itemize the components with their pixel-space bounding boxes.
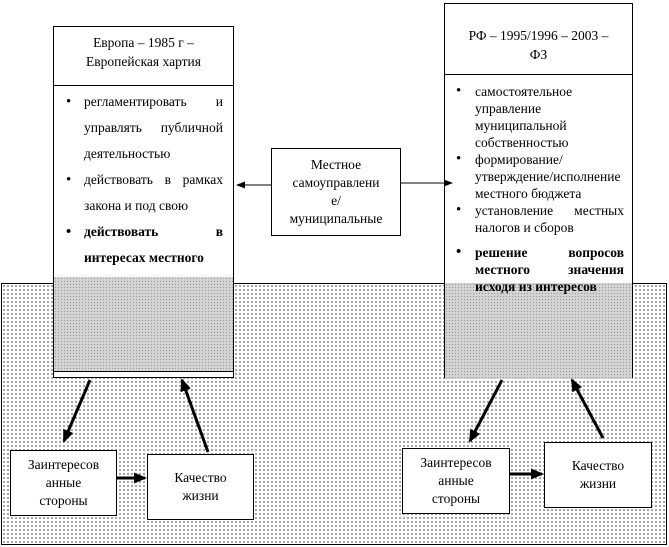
rf-title: РФ – 1995/1996 – 2003 – ФЗ — [445, 26, 632, 64]
list-item: самостоятельное управление муниципальной… — [445, 83, 632, 151]
rf-title-line1: РФ – 1995/1996 – 2003 – — [468, 28, 609, 43]
list-item: формирование/утверждение/исполнение мест… — [445, 151, 632, 202]
center-line1: Местное — [310, 157, 362, 172]
left-stakeholders-line2: анные — [45, 475, 82, 490]
left-stakeholders-box: Заинтересов анные стороны — [10, 450, 117, 516]
right-quality-box: Качество жизни — [544, 442, 652, 508]
arrow-europe-to-stakeholders — [62, 379, 92, 443]
right-stakeholders-line1: Заинтересов — [420, 455, 492, 470]
right-quality-line2: жизни — [579, 476, 617, 491]
right-stakeholders-line2: анные — [438, 473, 474, 488]
europe-title-divider — [54, 85, 233, 86]
rf-highlight-band — [445, 283, 632, 379]
left-stakeholders-line3: стороны — [39, 493, 88, 508]
arrow-quality-to-rf — [570, 378, 605, 439]
list-item: установление местных налогов и сборов — [445, 202, 632, 236]
europe-box: Европа – 1985 г – Европейская хартия рег… — [53, 26, 234, 378]
left-quality-box: Качество жизни — [147, 454, 254, 520]
center-line4: муниципальные — [289, 211, 383, 226]
list-item: регламентировать и управлять публичной д… — [54, 89, 233, 167]
center-line2: самоуправлени — [292, 175, 380, 190]
center-line3: е/ — [331, 193, 341, 208]
europe-title: Европа – 1985 г – Европейская хартия — [54, 33, 233, 71]
list-item: действовать в интересах местного — [54, 219, 233, 271]
left-quality-line2: жизни — [182, 488, 219, 503]
right-quality-line1: Качество — [571, 458, 625, 473]
local-government-box: Местное самоуправлени е/ муниципальные — [271, 148, 401, 236]
left-quality-line1: Качество — [174, 470, 227, 485]
rf-box: РФ – 1995/1996 – 2003 – ФЗ самостоятельн… — [444, 3, 633, 379]
arrow-quality-to-europe — [180, 378, 210, 453]
rf-title-divider — [445, 74, 632, 75]
rf-list: самостоятельное управление муниципальной… — [445, 83, 632, 372]
europe-highlight-band — [54, 277, 233, 371]
rf-title-line2: ФЗ — [529, 47, 548, 62]
europe-list: регламентировать и управлять публичной д… — [54, 89, 233, 369]
europe-title-line1: Европа – 1985 г – — [93, 35, 194, 50]
europe-bottom-line — [54, 371, 233, 372]
right-stakeholders-box: Заинтересов анные стороны — [402, 448, 510, 514]
arrow-rf-to-stakeholders — [468, 379, 504, 443]
europe-title-line2: Европейская хартия — [86, 54, 201, 69]
list-item: действовать в рамках закона и под свою — [54, 167, 233, 219]
right-stakeholders-line3: стороны — [431, 491, 481, 506]
list-item: решение вопросов местного значения исход… — [445, 244, 632, 295]
left-stakeholders-line1: Заинтересов — [27, 457, 100, 472]
